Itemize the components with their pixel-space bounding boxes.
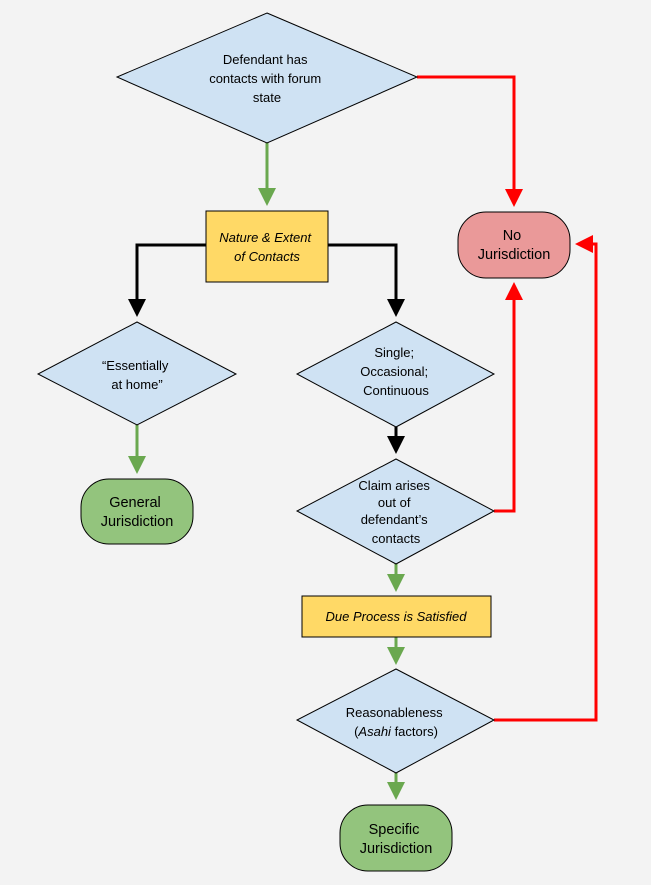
edge-nature-to-at-home xyxy=(128,243,206,317)
node-contacts-line-2: contacts with forum xyxy=(209,71,321,86)
node-general: General Jurisdiction xyxy=(80,478,194,545)
svg-text:Single; Occasional;: Single; Occasional; Continuous xyxy=(360,345,432,398)
node-arises: Claim arises out of defendant’s contacts xyxy=(295,458,496,565)
node-due-process-line-1: Due Process is Satisfied xyxy=(326,609,468,624)
node-nature-line-1: Nature & Extent xyxy=(219,230,312,245)
node-contacts: Defendant has contacts with forum state xyxy=(115,12,419,144)
node-no-jurisdiction-line-2: Jurisdiction xyxy=(478,247,551,263)
svg-text:Nature & Extent of Conta: Nature & Extent of Contacts xyxy=(219,230,314,264)
svg-text:Specific Jurisdiction: Specific Jurisdiction xyxy=(360,822,433,857)
node-specific-line-1: Specific xyxy=(369,822,420,838)
edge-reasonableness-to-no-jurisdiction xyxy=(494,235,598,722)
node-at-home-line-1: “Essentially xyxy=(102,358,169,373)
node-general-line-1: General xyxy=(109,495,161,511)
svg-text:Due Process is Satisfied: Due Process is Satisfied xyxy=(326,609,468,624)
node-arises-line-1: Claim arises xyxy=(358,478,430,493)
node-contacts-line-1: Defendant has xyxy=(223,52,308,67)
node-specific: Specific Jurisdiction xyxy=(339,804,453,872)
edge-arises-to-no-jurisdiction xyxy=(494,282,523,513)
svg-text:General Jurisdiction: General Jurisdiction xyxy=(101,495,174,530)
node-due-process: Due Process is Satisfied xyxy=(301,595,492,638)
node-no-jurisdiction-line-1: No xyxy=(503,228,522,244)
svg-text:Claim arises out of: Claim arises out of defendant’s contacts xyxy=(358,478,433,546)
svg-text:Defendant has contacts w: Defendant has contacts with forum state xyxy=(209,52,325,105)
edge-nature-to-single xyxy=(328,243,405,317)
node-no-jurisdiction: No Jurisdiction xyxy=(457,211,571,279)
node-reasonableness-line-1: Reasonableness xyxy=(346,705,443,720)
node-reasonableness: Reasonableness (Asahi factors) xyxy=(295,668,496,774)
node-specific-line-2: Jurisdiction xyxy=(360,841,433,857)
node-arises-line-2: out of xyxy=(378,495,411,510)
edge-contacts-to-no-jurisdiction xyxy=(417,75,523,207)
node-at-home-line-2: at home” xyxy=(111,377,162,392)
node-nature: Nature & Extent of Contacts xyxy=(205,210,329,283)
node-reasonableness-factors: factors) xyxy=(391,724,438,739)
node-single-line-1: Single; xyxy=(374,345,414,360)
node-arises-line-4: contacts xyxy=(372,531,421,546)
node-single-line-2: Occasional; xyxy=(360,364,428,379)
node-contacts-line-3: state xyxy=(253,90,281,105)
svg-text:No Jurisdiction: No Jurisdiction xyxy=(478,228,551,263)
svg-text:“Essentially at home”: “Essentially at home” xyxy=(102,358,172,392)
node-general-line-2: Jurisdiction xyxy=(101,514,174,530)
node-reasonableness-paren: ( xyxy=(354,724,359,739)
node-nature-line-2: of Contacts xyxy=(234,249,300,264)
svg-text:Reasonableness (Asahi fa: Reasonableness (Asahi factors) xyxy=(346,705,446,739)
node-single: Single; Occasional; Continuous xyxy=(295,321,496,428)
node-single-line-3: Continuous xyxy=(363,383,429,398)
node-at-home: “Essentially at home” xyxy=(36,321,238,426)
node-arises-line-3: defendant’s xyxy=(361,512,428,527)
node-reasonableness-asahi: Asahi xyxy=(357,724,392,739)
edges xyxy=(128,75,598,800)
